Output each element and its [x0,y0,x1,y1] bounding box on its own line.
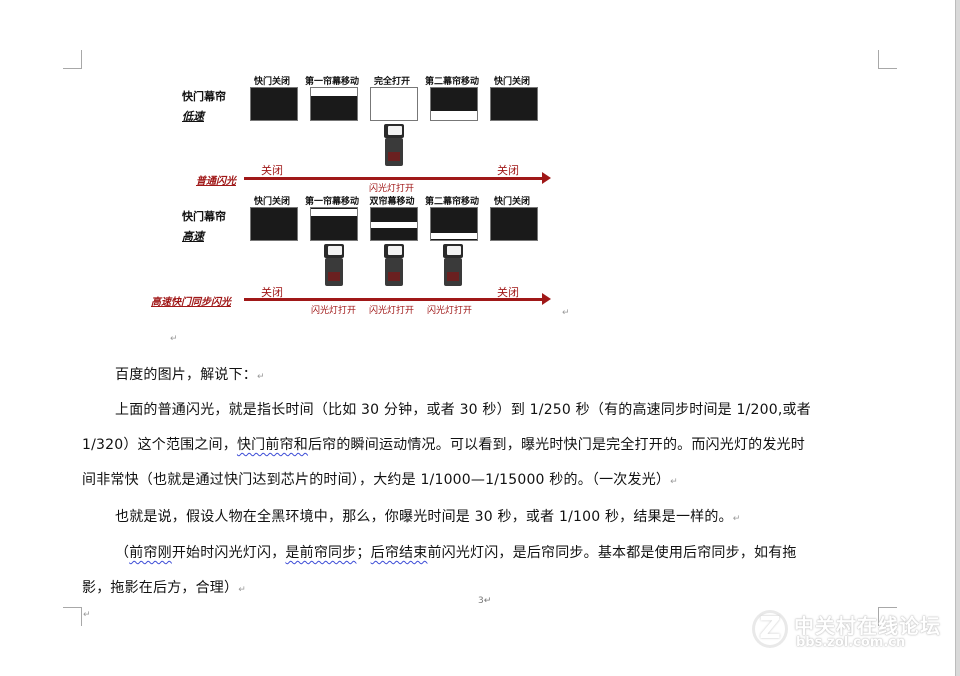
col-label: 双帘幕移动 [369,197,415,207]
margin-corner-top-right [878,50,897,69]
state-closed-end: 关闭 [497,164,519,177]
col-label: 快门关闭 [253,197,290,207]
text: 百度的图片，解说下： [115,367,257,383]
shutter-panel-closed [250,87,298,121]
col-label: 快门关闭 [493,197,530,207]
text: 后帘的瞬间运动情况。可以看到，曝光时快门是完全打开的。而闪光灯的发光时 [307,437,805,453]
page-number: 3↵ [478,596,491,606]
state-closed-end: 关闭 [497,286,519,299]
paragraph-normal-flash-line1[interactable]: 上面的普通闪光，就是指长时间（比如 30 分钟，或者 30 秒）到 1/250 … [115,399,811,419]
col-label: 第二幕帘移动 [424,197,479,207]
paragraph-normal-flash-line2[interactable]: 1/320）这个范围之间，快门前帘和后帘的瞬间运动情况。可以看到，曝光时快门是完… [82,434,805,454]
flash-unit-icon [442,244,464,288]
flash-on-label: 闪光灯打开 [427,306,473,316]
page-number-value: 3 [478,596,484,606]
shutter-panel-closed [490,87,538,121]
paragraph-mark: ↵ [670,477,678,487]
text: 间非常快（也就是通过快门达到芯片的时间），大约是 1/1000—1/15000 … [82,472,671,488]
timeline-arrow [244,293,551,305]
paragraph-intro[interactable]: 百度的图片，解说下：↵ [115,364,265,384]
shutter-panel-first-curtain [310,87,358,121]
spellcheck-underlined-text: 后帘结束 [370,545,428,561]
flash-type-normal: 普通闪光 [196,176,236,187]
paragraph-mark: ↵ [238,585,246,595]
timeline-arrow [244,172,551,184]
paragraph-curtain-sync-line2[interactable]: 影，拖影在后方，合理）↵ [82,577,246,597]
state-closed-start: 关闭 [261,164,283,177]
text: 前闪光灯闪，是后帘同步。基本都是使用后帘同步，如有拖 [427,545,797,561]
margin-corner-top-left [63,50,82,69]
flash-on-label: 闪光灯打开 [369,306,415,316]
flash-unit-icon [383,124,405,168]
watermark-url: bbs.zol.com.cn [796,635,906,650]
paragraph-mark: ↵ [483,596,492,606]
flash-on-label: 闪光灯打开 [311,306,357,316]
text: 开始时闪光灯闪， [171,545,286,561]
spellcheck-underlined-text: 是前帘同步 [285,545,357,561]
row-label-low: 快门幕帘 [182,90,226,103]
spellcheck-underlined-text: 前帘刚 [129,545,172,561]
paragraph-mark: ↵ [562,308,570,318]
text: （ [115,545,130,561]
paragraph-mark: ↵ [732,514,741,524]
shutter-panel-double-curtain [370,207,418,241]
paragraph-curtain-sync-line1[interactable]: （前帘刚开始时闪光灯闪，是前帘同步；后帘结束前闪光灯闪，是后帘同步。基本都是使用… [115,542,797,562]
flash-on-label: 闪光灯打开 [369,184,415,194]
shutter-panel-second-curtain [430,87,478,121]
shutter-panel-open [370,87,418,121]
shutter-panel-second-curtain [430,207,478,241]
watermark-title: 中关村在线论坛 [794,614,941,638]
paragraph-normal-flash-line3[interactable]: 间非常快（也就是通过快门达到芯片的时间），大约是 1/1000—1/15000 … [82,469,678,489]
paragraph-dark-environment[interactable]: 也就是说，假设人物在全黑环境中，那么，你曝光时间是 30 秒，或者 1/100 … [115,506,741,526]
text: ； [356,545,371,561]
text: 1/320）这个范围之间， [82,437,237,453]
text: 上面的普通闪光，就是指长时间（比如 30 分钟，或者 30 秒）到 1/250 … [115,402,811,418]
row-label-high: 快门幕帘 [182,210,226,223]
flash-type-high-speed-sync: 高速快门同步闪光 [151,297,231,308]
state-closed-start: 关闭 [261,286,283,299]
shutter-panel-closed [490,207,538,241]
col-label: 快门关闭 [253,77,290,87]
flash-unit-icon [383,244,405,288]
col-label: 第一帘幕移动 [304,77,359,87]
paragraph-mark: ↵ [83,610,91,620]
zol-logo-icon: Z [752,610,788,648]
col-label: 快门关闭 [493,77,530,87]
spellcheck-underlined-text: 快门前帘和 [236,437,308,453]
text: 也就是说，假设人物在全黑环境中，那么，你曝光时间是 30 秒，或者 1/100 … [115,509,733,525]
margin-corner-bottom-right [878,607,897,626]
flash-unit-icon [323,244,345,288]
shutter-panel-first-curtain [310,207,358,241]
col-label: 第一帘幕移动 [304,197,359,207]
paragraph-mark: ↵ [257,372,265,382]
row-sublabel-high: 高速 [182,230,204,243]
margin-corner-bottom-left [63,607,82,626]
shutter-flash-diagram[interactable]: 快门幕帘 低速 快门关闭 第一帘幕移动 完全打开 第二幕帘移动 快门关闭 关闭 … [140,70,570,320]
col-label: 完全打开 [373,77,410,87]
col-label: 第二幕帘移动 [424,77,479,87]
text: 影，拖影在后方，合理） [82,580,239,596]
paragraph-mark: ↵ [170,334,178,344]
row-sublabel-low: 低速 [182,110,204,123]
zol-watermark: Z 中关村在线论坛 bbs.zol.com.cn [752,608,942,658]
shutter-panel-closed [250,207,298,241]
page-edge [955,0,960,676]
